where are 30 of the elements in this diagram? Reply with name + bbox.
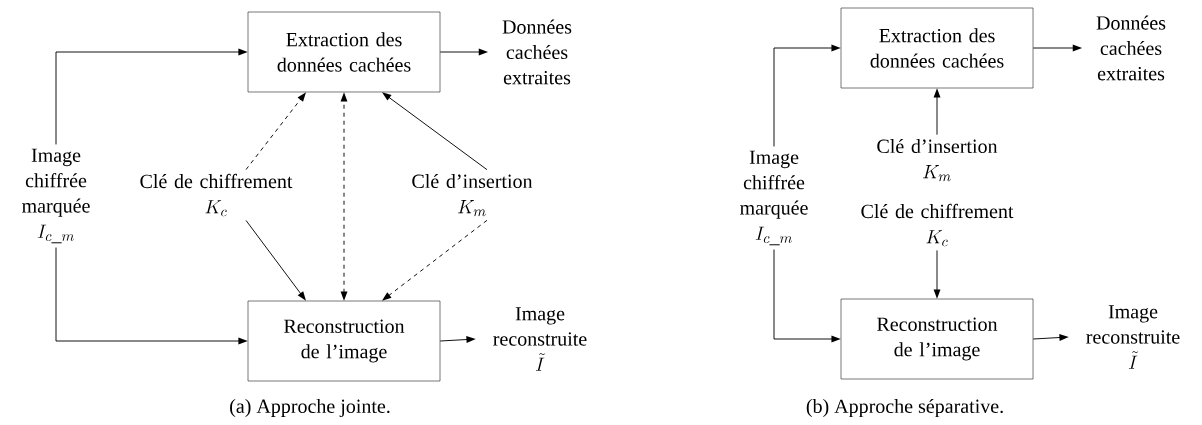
arrow bbox=[933, 88, 941, 136]
input-label: Image chiffrée marquée $I_{c\_m}$ bbox=[740, 150, 808, 246]
process-box: Extraction des données cachées bbox=[840, 7, 1034, 89]
arrow bbox=[245, 219, 306, 301]
arrow bbox=[439, 336, 476, 343]
arrow bbox=[382, 92, 488, 171]
key-label: Clé de chiffrement $K_c$ bbox=[861, 203, 1014, 247]
caption: (b) Approche séparative. bbox=[806, 398, 1003, 418]
output-label: Image reconstruite $\tilde{I}$ bbox=[493, 307, 587, 371]
arrow bbox=[245, 92, 306, 171]
arrow bbox=[1032, 44, 1083, 52]
arrow bbox=[55, 48, 248, 145]
arrow bbox=[382, 219, 488, 301]
arrow bbox=[773, 44, 841, 147]
output-label: Image reconstruite $\tilde{I}$ bbox=[1086, 305, 1180, 369]
output-label: Données cachées extraites bbox=[1096, 15, 1166, 81]
output-label: Données cachées extraites bbox=[502, 19, 572, 85]
process-box: Reconstruction de l’image bbox=[247, 300, 441, 382]
key-label: Clé d’insertion $K_m$ bbox=[877, 138, 998, 182]
process-box: Reconstruction de l’image bbox=[840, 298, 1034, 380]
input-label: Image chiffrée marquée $I_{c\_m}$ bbox=[22, 148, 90, 244]
arrow bbox=[55, 247, 248, 345]
key-label: Clé de chiffrement $K_c$ bbox=[140, 173, 293, 217]
key-label: Clé d’insertion $K_m$ bbox=[412, 173, 533, 217]
arrow bbox=[1032, 334, 1069, 341]
arrow bbox=[773, 249, 841, 343]
arrow bbox=[933, 249, 941, 299]
arrow bbox=[439, 48, 489, 56]
process-box: Extraction des données cachées bbox=[247, 11, 441, 93]
arrow bbox=[340, 92, 348, 301]
